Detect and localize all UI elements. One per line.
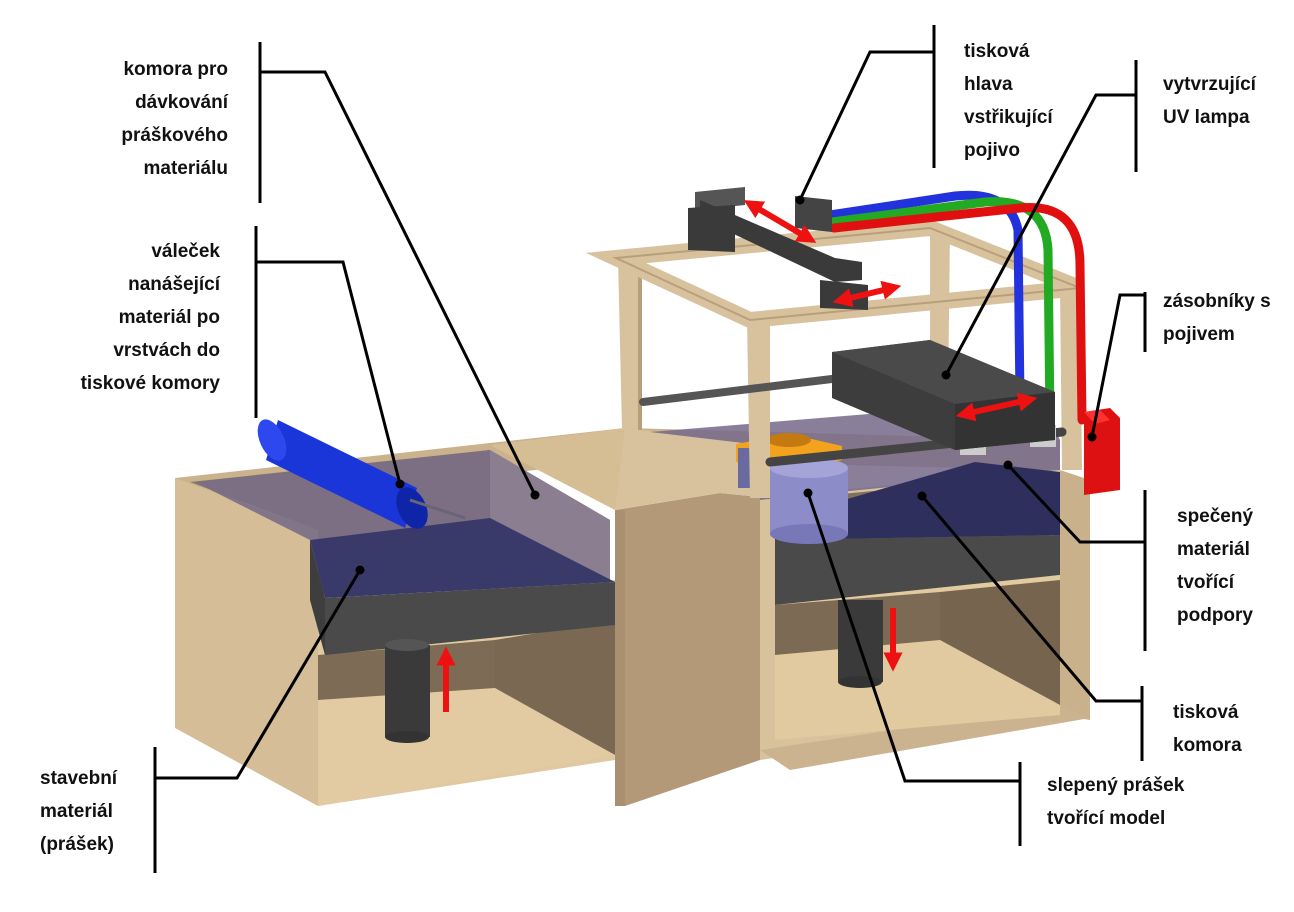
leader-lines: [153, 25, 1147, 873]
leader-dots: [355, 195, 1097, 575]
head-lateral-arrow: [832, 280, 902, 308]
label-print-chamber: tisková komora: [1173, 702, 1242, 756]
roller: [257, 419, 466, 529]
uv-lamp-arrow: [955, 392, 1038, 422]
label-build-material: stavební materiál (prášek): [40, 768, 118, 855]
machine-body: [175, 400, 1090, 806]
binder-hoses: [825, 190, 1087, 425]
print-head: [688, 187, 868, 310]
label-dosing-chamber: komora pro dávkování práškového materiál…: [121, 59, 228, 179]
label-roller: váleček nanášející materiál po vrstvách …: [80, 241, 220, 394]
label-binder-tanks: zásobníky s pojivem: [1163, 291, 1271, 345]
label-print-head: tisková hlava vstřikující pojivo: [964, 41, 1053, 161]
label-sintered-supports: spečený materiál tvořící podpory: [1177, 506, 1254, 626]
build-powder-surface: [310, 518, 615, 598]
label-uv-lamp: vytvrzující UV lampa: [1163, 74, 1256, 128]
binder-tanks: [1084, 408, 1120, 495]
label-bonded-powder: slepený prášek tvořící model: [1047, 775, 1185, 829]
right-piston-rod: [838, 600, 883, 682]
motion-arrows: [436, 200, 1038, 712]
left-side-panel: [175, 478, 318, 806]
head-diagonal-arrow: [743, 200, 817, 243]
left-piston-rod: [385, 645, 430, 737]
